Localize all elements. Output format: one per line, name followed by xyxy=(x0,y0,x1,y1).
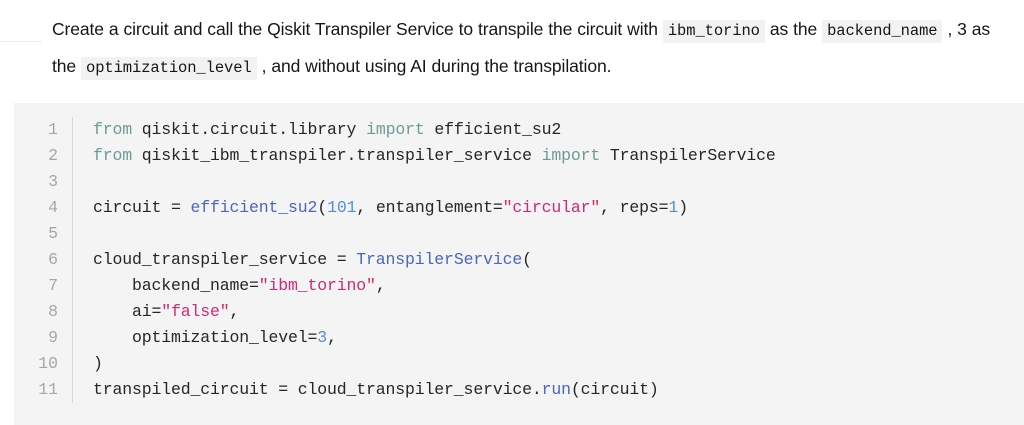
line-number: 7 xyxy=(48,276,58,295)
code-token-pl: optimization_level= xyxy=(93,328,318,347)
code-token-fn: efficient_su2 xyxy=(190,198,318,217)
code-token-kw: from xyxy=(93,120,133,139)
code-token-pl: , xyxy=(327,328,337,347)
code-line-content[interactable] xyxy=(73,221,1024,247)
code-token-pl: transpiled_circuit = cloud_transpiler_se… xyxy=(93,380,542,399)
code-line: 1 from qiskit.circuit.library import effi… xyxy=(14,117,1024,143)
line-number: 3 xyxy=(48,172,58,191)
code-token-pl: , xyxy=(375,276,386,295)
code-token-pl: qiskit_ibm_transpiler.transpiler_service xyxy=(132,146,542,165)
gutter-divider xyxy=(72,195,73,221)
code-line: 10) xyxy=(14,351,1024,377)
code-token-pl: qiskit.circuit.library xyxy=(132,120,367,139)
code-token-pl: cloud_transpiler_service = xyxy=(93,250,357,269)
gutter-divider xyxy=(72,247,73,273)
code-lines: 1 from qiskit.circuit.library import effi… xyxy=(14,117,1024,403)
code-token-num: 1 xyxy=(668,198,679,217)
code-token-pl: TranspilerService xyxy=(600,146,776,165)
code-line: 6 cloud_transpiler_service = TranspilerSe… xyxy=(14,247,1024,273)
inline-code-backend_name: backend_name xyxy=(822,20,943,43)
code-line: 7 backend_name="ibm_torino", xyxy=(14,273,1024,299)
line-number: 2 xyxy=(48,146,58,165)
gutter-divider xyxy=(72,143,73,169)
gutter-divider xyxy=(72,325,73,351)
code-line-content[interactable]: ai="false", xyxy=(73,299,1024,325)
line-number: 4 xyxy=(48,198,58,217)
code-line-content[interactable]: backend_name="ibm_torino", xyxy=(73,273,1024,299)
code-token-pl: ) xyxy=(93,354,103,373)
line-number: 9 xyxy=(48,328,58,347)
code-line-content[interactable]: cloud_transpiler_service = TranspilerSer… xyxy=(73,247,1024,273)
code-line-content[interactable]: ) xyxy=(73,351,1024,377)
code-token-pl: efficient_su2 xyxy=(424,120,562,139)
code-token-pl: ai= xyxy=(93,302,162,321)
gutter-divider xyxy=(72,377,73,403)
code-line: 3 xyxy=(14,169,1024,195)
code-line-content[interactable]: circuit = efficient_su2(101, entanglemen… xyxy=(73,195,1024,221)
code-line-content[interactable]: optimization_level=3, xyxy=(73,325,1024,351)
code-token-kw: import xyxy=(541,146,601,165)
code-line-content[interactable]: from qiskit.circuit.library import effic… xyxy=(73,117,1024,143)
code-token-pl: ) xyxy=(678,198,688,217)
code-token-str: "false" xyxy=(161,302,230,321)
gutter-divider xyxy=(72,273,73,299)
prose-text: as the xyxy=(764,19,823,39)
code-line-content[interactable] xyxy=(73,169,1024,195)
code-token-str: "ibm_torino" xyxy=(258,276,376,295)
code-token-num: 3 xyxy=(317,328,328,347)
code-token-cls: TranspilerService xyxy=(356,250,523,269)
code-line: 8 ai="false", xyxy=(14,299,1024,325)
line-number: 1 xyxy=(48,120,58,139)
code-token-pl: ( xyxy=(317,198,328,217)
gutter-divider xyxy=(72,117,73,143)
line-number: 10 xyxy=(38,354,58,373)
code-line-content[interactable]: transpiled_circuit = cloud_transpiler_se… xyxy=(73,377,1024,403)
code-line: 2 from qiskit_ibm_transpiler.transpiler_s… xyxy=(14,143,1024,169)
prose-text: Create a circuit and call the Qiskit Tra… xyxy=(52,19,663,39)
code-token-fn: run xyxy=(541,380,571,399)
line-number: 5 xyxy=(48,224,58,243)
prose-text: , 3 as the xyxy=(52,19,991,76)
code-token-pl: , reps= xyxy=(600,198,669,217)
code-token-kw: import xyxy=(366,120,425,139)
code-token-pl: ( xyxy=(522,250,532,269)
code-block: 1 from qiskit.circuit.library import effi… xyxy=(14,103,1024,425)
prompt-paragraph: Create a circuit and call the Qiskit Tra… xyxy=(52,12,997,86)
code-token-pl: (circuit) xyxy=(570,380,659,399)
code-token-str: "circular" xyxy=(502,198,601,217)
left-divider-rule xyxy=(0,41,42,42)
gutter-divider xyxy=(72,221,73,247)
code-token-num: 101 xyxy=(327,198,357,217)
gutter-divider xyxy=(72,351,73,377)
prose-text: , and without using AI during the transp… xyxy=(256,56,612,76)
code-line-content[interactable]: from qiskit_ibm_transpiler.transpiler_se… xyxy=(73,143,1024,169)
gutter-divider xyxy=(72,299,73,325)
code-token-pl: , xyxy=(229,302,240,321)
code-token-pl: backend_name= xyxy=(93,276,259,295)
code-token-pl: circuit = xyxy=(93,198,191,217)
line-number: 8 xyxy=(48,302,58,321)
inline-code-ibm_torino: ibm_torino xyxy=(662,20,765,43)
code-line: 9 optimization_level=3, xyxy=(14,325,1024,351)
inline-code-optimization_level: optimization_level xyxy=(81,57,257,80)
gutter-divider xyxy=(72,169,73,195)
code-line: 4 circuit = efficient_su2(101, entangleme… xyxy=(14,195,1024,221)
line-number: 11 xyxy=(38,380,58,399)
code-line: 11 transpiled_circuit = cloud_transpiler_… xyxy=(14,377,1024,403)
code-token-pl: , entanglement= xyxy=(356,198,503,217)
code-line: 5 xyxy=(14,221,1024,247)
code-token-kw: from xyxy=(93,146,133,165)
line-number: 6 xyxy=(48,250,58,269)
